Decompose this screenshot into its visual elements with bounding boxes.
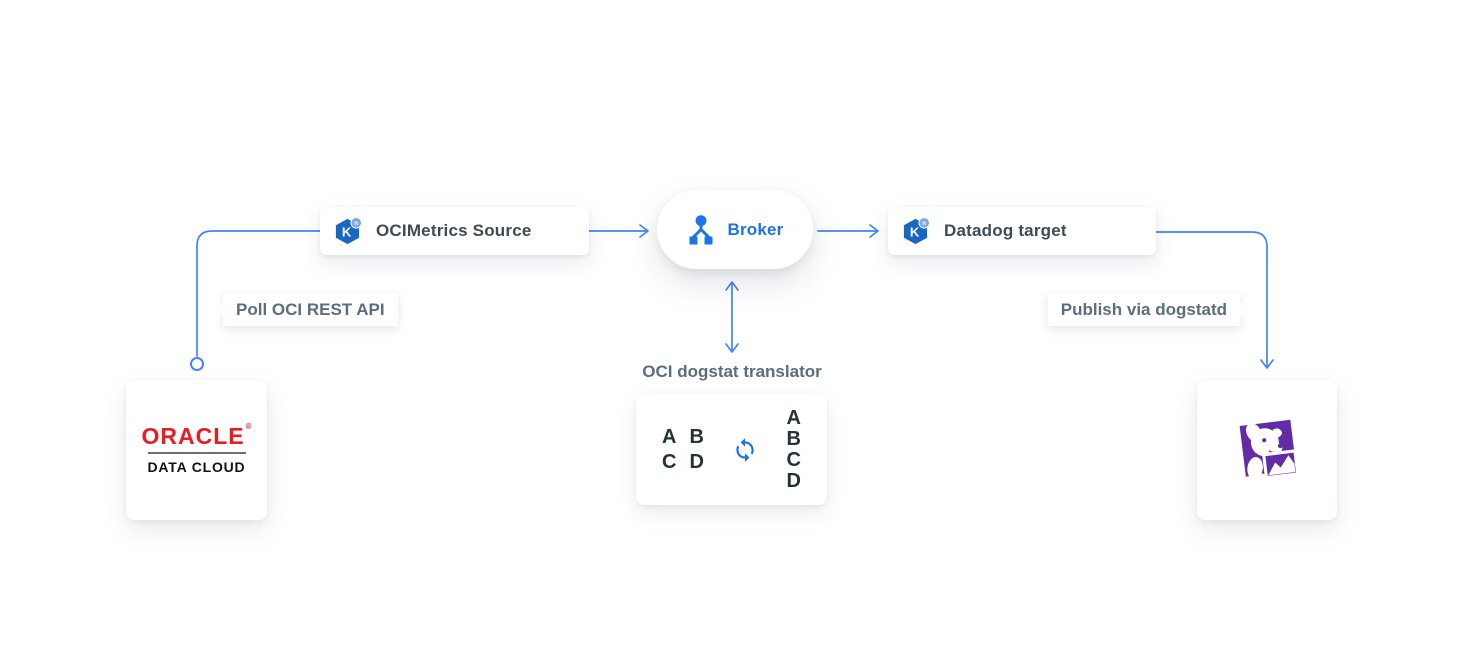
connector-endpoint-circle (190, 357, 204, 371)
registered-mark: ® (245, 422, 253, 431)
source-node: K n OCIMetrics Source (320, 207, 589, 255)
kafka-icon-letter: K (910, 224, 920, 239)
source-node-label: OCIMetrics Source (376, 221, 532, 240)
datadog-node (1197, 380, 1337, 520)
translator-box: A B C D A B C D (636, 394, 827, 505)
kafka-icon-badge-letter: n (922, 220, 926, 227)
oracle-subtitle: DATA CLOUD (147, 459, 246, 475)
arrowhead-broker-to-target (869, 224, 879, 238)
input-letter: B (689, 425, 704, 448)
oracle-divider (147, 452, 246, 454)
arrowhead-translator-up (725, 281, 739, 291)
oracle-wordmark: ORACLE® (141, 422, 253, 449)
oracle-wordmark-text: ORACLE (141, 423, 245, 449)
poll-tooltip-label: Poll OCI REST API (236, 299, 385, 319)
arrowhead-translator-down (725, 343, 739, 353)
output-letter: B (786, 428, 801, 450)
input-letter: D (689, 450, 704, 473)
broker-node: Broker (657, 190, 813, 269)
output-letter: C (786, 449, 801, 471)
kafka-icon-badge-letter: n (354, 220, 358, 227)
sync-icon (736, 437, 754, 462)
arrowhead-source-to-broker (639, 224, 649, 238)
input-letter: C (662, 450, 677, 473)
kafka-icon-badge (350, 216, 362, 229)
translator-output-letters: A B C D (787, 408, 801, 491)
kafka-icon-badge (918, 216, 930, 229)
arrowhead-target-to-datadog (1260, 359, 1274, 369)
broker-icon (690, 215, 713, 245)
output-letter: D (786, 470, 801, 492)
translator-input-letters: A B C D (662, 426, 704, 474)
tooltip-pointer-left (214, 301, 224, 317)
translator-title: OCI dogstat translator (642, 362, 822, 381)
publish-tooltip: Publish via dogstatd (1047, 293, 1249, 326)
target-node-label: Datadog target (944, 221, 1067, 240)
oracle-node: ORACLE® DATA CLOUD (126, 380, 267, 520)
datadog-dog-logo-icon (1239, 419, 1300, 483)
poll-tooltip: Poll OCI REST API (214, 293, 398, 326)
kafka-icon-letter: K (342, 224, 352, 239)
target-node: K n Datadog target (888, 207, 1156, 255)
output-letter: A (786, 407, 801, 429)
input-letter: A (662, 425, 677, 448)
publish-tooltip-label: Publish via dogstatd (1060, 299, 1227, 319)
kafka-connect-icon: K n (335, 216, 362, 244)
kafka-connect-icon: K n (903, 216, 930, 244)
broker-node-label: Broker (727, 219, 784, 239)
tooltip-pointer-right (1239, 301, 1249, 317)
